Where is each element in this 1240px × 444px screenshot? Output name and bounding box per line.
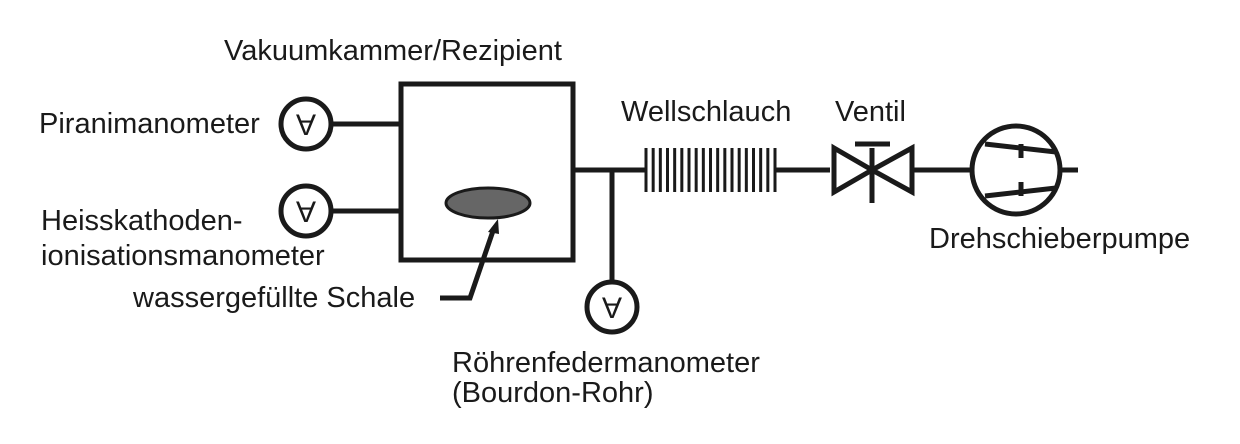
- pump-label: Drehschieberpumpe: [929, 223, 1191, 255]
- bellows-hose-icon: [644, 148, 777, 192]
- water-dish: [444, 186, 532, 220]
- bourdon-gauge-icon: A: [584, 279, 640, 335]
- water-dish-label: wassergefüllte Schale: [133, 282, 416, 314]
- bellows-label: Wellschlauch: [621, 96, 792, 128]
- chamber-label: Vakuumkammer/Rezipient: [224, 35, 562, 67]
- hot-cathode-label-line2: ionisationsmanometer: [41, 240, 325, 272]
- valve-icon: [831, 141, 915, 203]
- valve-label: Ventil: [835, 96, 906, 128]
- rotary-vane-pump-icon: [969, 123, 1078, 217]
- pirani-gauge-icon: A: [278, 96, 401, 152]
- pirani-label: Piranimanometer: [39, 108, 260, 140]
- water-dish-pointer: [440, 219, 499, 301]
- hot-cathode-gauge-icon: A: [278, 183, 401, 239]
- svg-text:A: A: [296, 195, 316, 228]
- bourdon-label-line2: (Bourdon-Rohr): [452, 377, 654, 409]
- svg-text:A: A: [296, 108, 316, 141]
- hot-cathode-label-line1: Heisskathoden-: [41, 205, 243, 237]
- vacuum-chamber: [398, 81, 576, 263]
- svg-text:A: A: [602, 291, 622, 324]
- bourdon-label-line1: Röhrenfedermanometer: [452, 347, 760, 379]
